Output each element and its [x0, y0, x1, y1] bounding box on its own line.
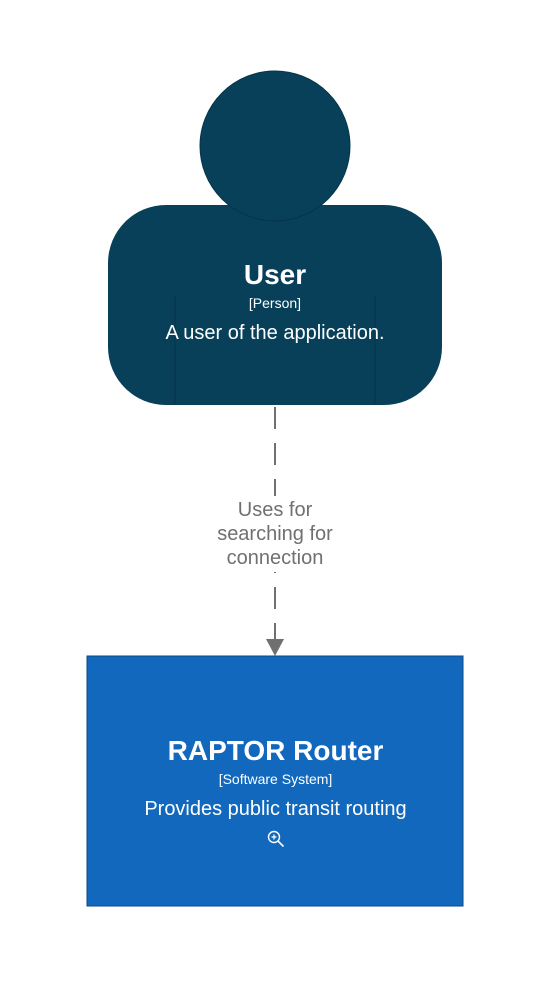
person-head [199, 70, 351, 222]
person-kind: [Person] [248, 295, 302, 311]
person-label: User [Person] A user of the application. [108, 258, 442, 346]
system-box[interactable] [86, 655, 464, 907]
system-label: RAPTOR Router [Software System] Provides… [88, 734, 463, 853]
system-name: RAPTOR Router [167, 735, 384, 766]
relationship-label: Uses for searching for connection [195, 496, 355, 572]
person-name: User [243, 259, 307, 290]
system-description: Provides public transit routing [144, 798, 407, 820]
system-kind: [Software System] [218, 771, 333, 787]
zoom-in-icon[interactable] [267, 830, 285, 853]
person-body [108, 205, 442, 405]
arrow-head-icon [266, 639, 284, 656]
person-description: A user of the application. [165, 322, 385, 344]
person-element[interactable] [108, 70, 442, 405]
